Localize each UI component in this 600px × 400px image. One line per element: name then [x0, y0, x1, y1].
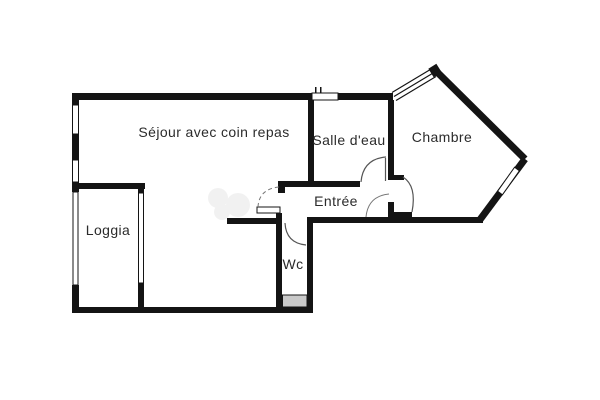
- room-label-wc: Wc: [282, 256, 304, 272]
- wall-bottom: [72, 307, 313, 313]
- door-arc-chambre: [402, 176, 414, 213]
- window-left-lower: [72, 159, 79, 183]
- wall-entree-chambre-bottom: [307, 217, 483, 223]
- door-arc-wc: [284, 222, 307, 246]
- vent-tick-2: [320, 87, 322, 93]
- watermark: [208, 188, 250, 220]
- wall-salledeau-right-lower: [388, 202, 394, 218]
- wall-top-left-segment: [72, 93, 312, 100]
- room-label-sejour: Séjour avec coin repas: [138, 124, 290, 140]
- wall-top-right-segment: [338, 93, 393, 100]
- wall-wc-right: [307, 217, 313, 313]
- door-leaf-sejour: [256, 206, 281, 214]
- wall-left-corner-bottom: [72, 285, 79, 313]
- wall-left-corner-top: [72, 93, 79, 105]
- room-label-loggia: Loggia: [85, 222, 131, 238]
- wall-entree-top-corner-leg: [278, 181, 285, 193]
- door-arc-chambre-entree-side: [365, 193, 390, 218]
- window-left-upper: [72, 104, 79, 135]
- room-label-salle-deau: Salle d'eau: [312, 132, 386, 148]
- room-label-chambre: Chambre: [411, 129, 473, 145]
- wall-left-middle: [72, 134, 79, 160]
- window-top-wall: [311, 92, 339, 101]
- jamb-chambre-door-top: [388, 175, 404, 180]
- window-chambre-diagonal-top-line3: [395, 75, 437, 102]
- window-chambre-diagonal-top-line1: [391, 67, 433, 94]
- window-chambre-diagonal-top-line2: [393, 71, 435, 98]
- room-label-entree: Entrée: [314, 193, 358, 209]
- jamb-chambre-door-bottom: [388, 212, 412, 217]
- wall-loggia-right-bottom: [138, 283, 144, 309]
- wall-loggia-top: [72, 183, 145, 189]
- door-arc-salledeau: [360, 156, 387, 183]
- wall-salledeau-right-upper: [388, 100, 394, 175]
- window-loggia-left: [72, 191, 79, 286]
- wc-fixture: [282, 294, 308, 308]
- wall-loggia-right-top: [138, 183, 144, 193]
- wall-entree-bottom-left: [227, 218, 276, 224]
- vent-tick-1: [315, 87, 317, 93]
- wall-chambre-diagonal-upper: [431, 66, 528, 162]
- wall-entree-top: [278, 181, 360, 187]
- door-arc-sejour: [257, 186, 280, 208]
- window-loggia-right: [138, 192, 144, 284]
- window-chambre-diagonal-lower: [496, 166, 521, 196]
- wall-sejour-salledeau-divider: [308, 100, 314, 183]
- wall-wc-left: [276, 213, 282, 313]
